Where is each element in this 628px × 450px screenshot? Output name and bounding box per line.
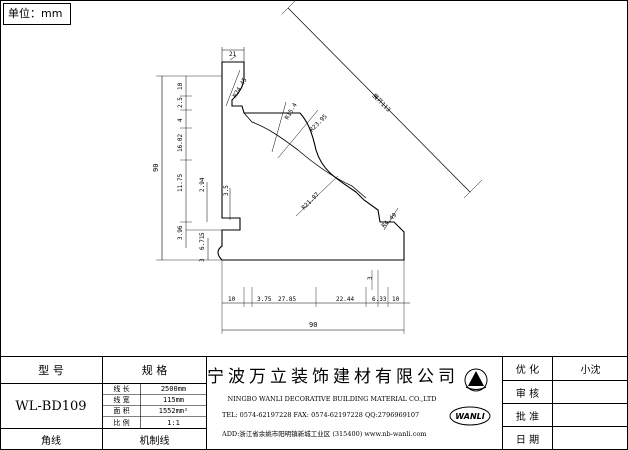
dim-v-3: 3	[199, 258, 206, 262]
dim-v-4: 4	[177, 118, 184, 122]
dim-width-total: 90	[309, 321, 317, 329]
dim-v-5: 5	[199, 232, 206, 236]
molding-profile-outline	[217, 61, 405, 261]
dim-v-16-02: 16.02	[177, 134, 184, 152]
approval-label-date: 日 期	[515, 435, 540, 446]
svg-text:WANLI: WANLI	[455, 412, 485, 421]
spec-label-width: 线 宽	[113, 396, 130, 404]
title-block: 型 号 规 格 WL-BD109 角线 机制线 线 长 2500mm 线 宽 1…	[0, 356, 628, 450]
dim-v-6-71: 6.71	[199, 235, 206, 250]
dim-v-2-5: 2.5	[177, 97, 184, 108]
company-name-en: NINGBO WANLI DECORATIVE BUILDING MATERIA…	[227, 395, 437, 403]
dim-r21-97: R21.97	[300, 191, 321, 212]
wanli-logo-icon: WANLI	[449, 406, 491, 426]
dim-r23-95: R23.95	[308, 113, 329, 134]
dim-h-10b: 10	[392, 296, 400, 303]
model-header: 型 号	[38, 363, 64, 377]
dim-h-3-75: 3.75	[257, 296, 272, 303]
approval-value-approve	[553, 404, 628, 426]
approval-label-review: 审 核	[515, 388, 540, 400]
approval-label-approve: 批 准	[515, 411, 540, 423]
dim-diagonal: 展开113	[371, 92, 392, 113]
company-name-cn: 宁波万立装饰建材有限公司	[208, 366, 458, 387]
dim-h-22-44: 22.44	[336, 296, 354, 303]
dim-h-10a: 10	[228, 296, 236, 303]
company-emblem-icon	[464, 368, 488, 392]
spec-value-area: 1552mm²	[158, 407, 189, 415]
dim-v-3-5: 3.5	[223, 185, 230, 196]
process-label: 机制线	[139, 436, 170, 447]
diagonal-dim-line	[287, 7, 471, 193]
dim-top-width: 21	[229, 51, 237, 58]
dim-v-2-94: 2.94	[199, 177, 206, 192]
dim-r15-4: R15.4	[284, 102, 299, 121]
company-contact: TEL: 0574-62197228 FAX: 0574-62197228 QQ…	[222, 411, 420, 419]
dim-v-10: 10	[177, 82, 184, 90]
dim-v-3-96: 3.96	[177, 225, 184, 240]
dim-small-3: 3	[367, 276, 374, 280]
category-label: 角线	[41, 436, 61, 447]
unit-label: 单位：mm	[3, 3, 71, 25]
title-block-grid	[0, 356, 628, 450]
spec-value-scale: 1:1	[167, 418, 180, 427]
dim-h-27-85: 27.85	[278, 296, 296, 303]
spec-value-width: 115mm	[162, 396, 185, 404]
profile-inner-line	[243, 112, 367, 199]
approval-value-date	[553, 427, 628, 450]
approval-value-optimize: 小沈	[580, 364, 601, 376]
dim-height-total: 90	[152, 164, 160, 172]
dim-v-11-75: 11.75	[177, 174, 184, 192]
dim-r24-45: R24.45	[232, 76, 249, 99]
approval-value-review	[553, 381, 628, 403]
spec-label-scale: 比 例	[113, 418, 130, 427]
dim-r4-49: R4.49	[380, 211, 398, 229]
dim-h-6-33: 6.33	[372, 296, 387, 303]
spec-label-length: 线 长	[113, 385, 130, 393]
spec-header: 规 格	[141, 363, 168, 377]
company-address: ADD:浙江省余姚市阳明镇新城工业区 (315400) www.nb-wanli…	[222, 430, 427, 438]
spec-label-area: 面 积	[113, 407, 130, 415]
spec-value-length: 2500mm	[160, 385, 187, 393]
approval-label-optimize: 优 化	[515, 364, 540, 376]
model-value: WL-BD109	[15, 398, 87, 414]
